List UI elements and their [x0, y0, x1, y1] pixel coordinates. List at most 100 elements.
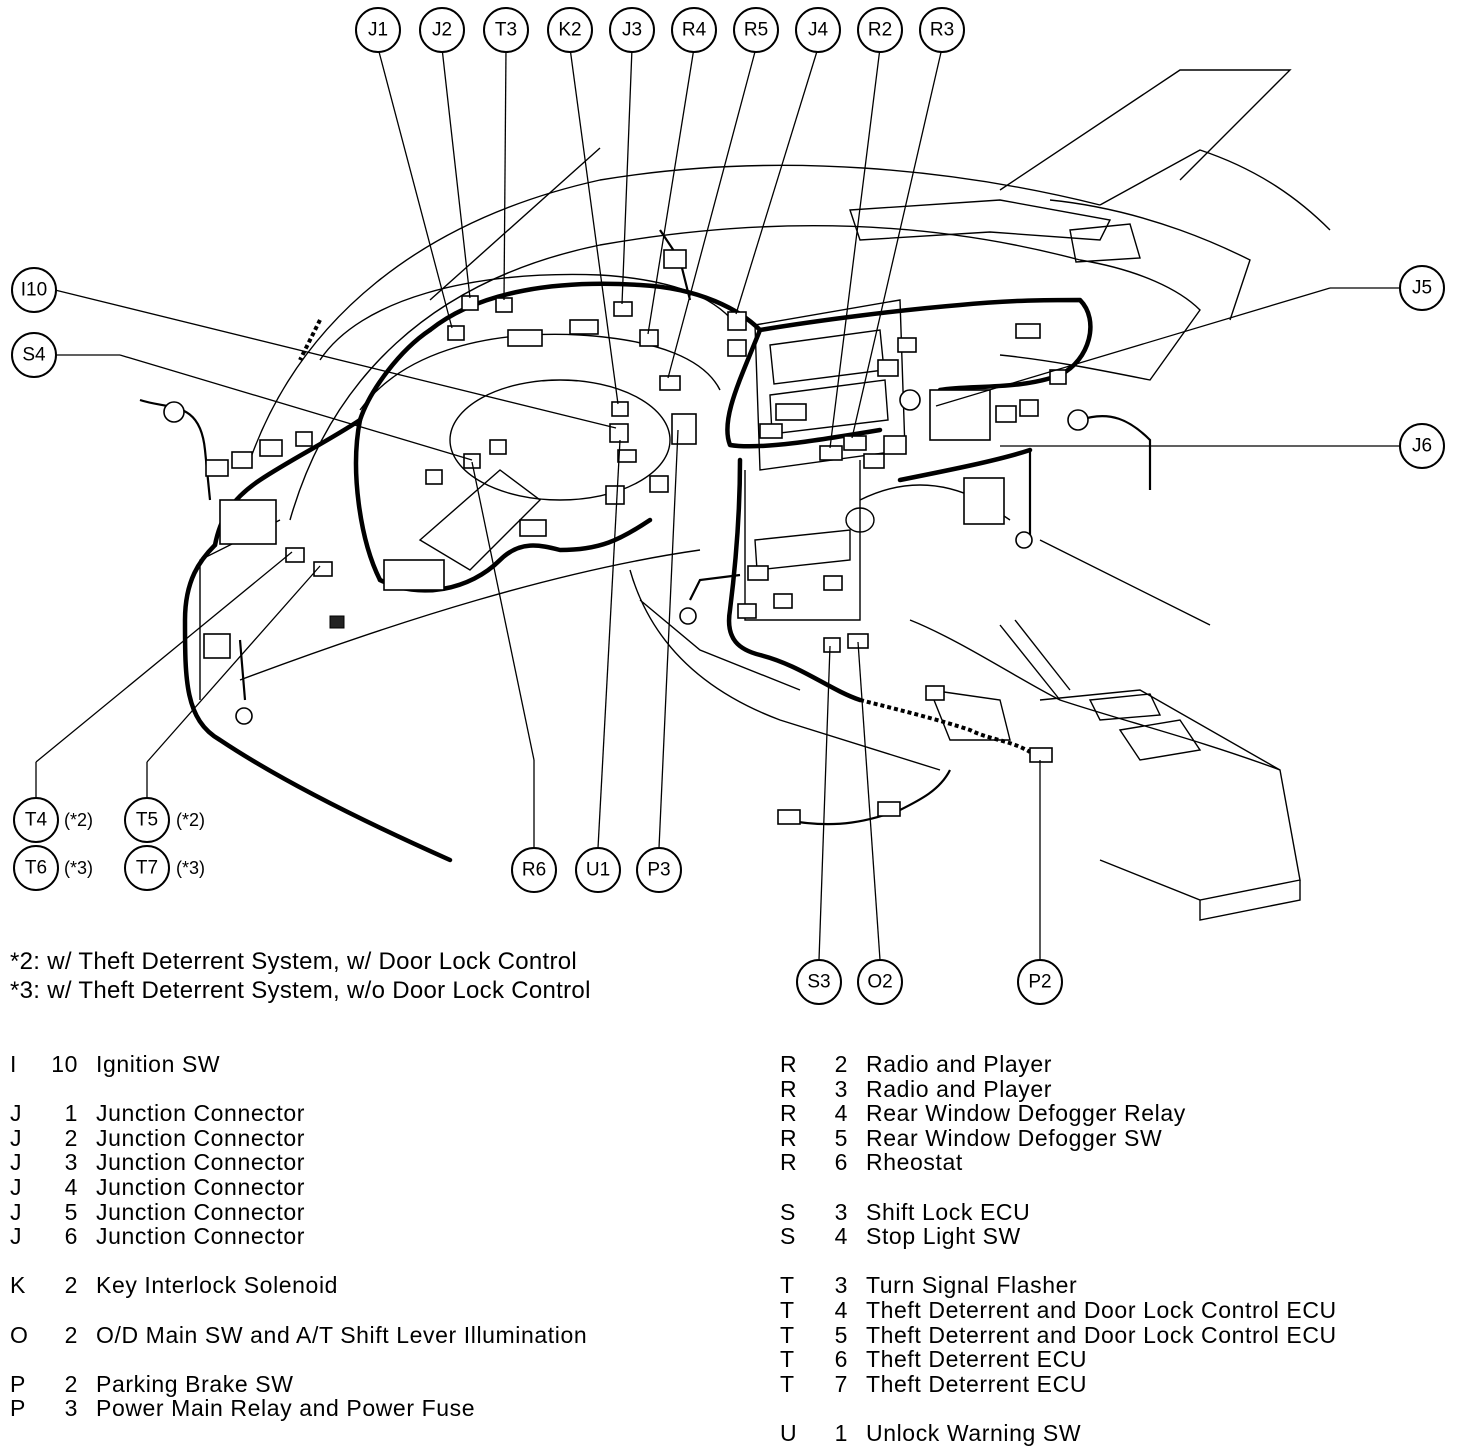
callout-o2: O2: [857, 959, 903, 1005]
legend-number: 4: [834, 1100, 848, 1127]
legend-name: Junction Connector: [96, 1223, 305, 1250]
connector-block: [1015, 531, 1033, 549]
legend-name: Junction Connector: [96, 1124, 305, 1151]
connector-block: [883, 435, 907, 455]
legend-name: Ignition SW: [96, 1051, 221, 1077]
connector-block: [863, 453, 885, 469]
legend-number: 4: [64, 1173, 78, 1200]
legend-name: Rheostat: [866, 1149, 963, 1176]
connector-block: [617, 449, 637, 463]
callout-s4: S4: [11, 332, 57, 378]
connector-block: [519, 519, 547, 537]
legend-letter: U: [780, 1419, 798, 1446]
svg-text:(*2): (*2): [64, 810, 93, 830]
connector-block: [507, 329, 543, 347]
legend-name: Theft Deterrent and Door Lock Control EC…: [866, 1296, 1337, 1323]
svg-text:R3: R3: [930, 20, 954, 41]
svg-text:T3: T3: [495, 20, 517, 41]
svg-text:J6: J6: [1412, 436, 1432, 457]
connector-block: [613, 301, 633, 317]
connector-block: [963, 477, 1005, 525]
callout-t5: T5(*2): [124, 797, 205, 843]
legend-name: Power Main Relay and Power Fuse: [96, 1395, 476, 1422]
legend-number: 6: [834, 1149, 848, 1176]
connector-block: [231, 451, 253, 469]
svg-text:J5: J5: [1412, 278, 1432, 299]
legend-name: Rear Window Defogger SW: [866, 1124, 1163, 1151]
legend-number: 2: [64, 1272, 78, 1299]
callout-s3: S3: [796, 959, 842, 1005]
legend-letter: I: [10, 1051, 17, 1077]
connector-block: [929, 389, 991, 441]
connector-block: [605, 485, 625, 505]
connector-block: [461, 295, 479, 311]
legend-name: Turn Signal Flasher: [866, 1272, 1078, 1299]
callout-r6: R6: [511, 847, 557, 893]
svg-text:R2: R2: [868, 20, 892, 41]
connector-block: [495, 297, 513, 313]
connector-block: [649, 475, 669, 493]
legend-name: Junction Connector: [96, 1173, 305, 1200]
connector-block: [329, 615, 345, 629]
legend-number: 2: [64, 1321, 78, 1348]
legend-letter: J: [10, 1149, 23, 1176]
legend-letter: R: [780, 1124, 798, 1151]
connector-block: [679, 607, 697, 625]
legend-name: Rear Window Defogger Relay: [866, 1100, 1186, 1127]
legend-number: 1: [64, 1100, 78, 1127]
legend-gap: [10, 1347, 587, 1372]
callout-p3: P3: [636, 847, 682, 893]
legend-number: 4: [834, 1296, 848, 1323]
connector-block: [203, 633, 231, 659]
legend-name: Key Interlock Solenoid: [96, 1272, 339, 1299]
svg-text:(*2): (*2): [176, 810, 205, 830]
connector-block: [285, 547, 305, 563]
connector-block: [1067, 409, 1089, 431]
legend-letter: T: [780, 1321, 795, 1348]
callout-j3: J3: [609, 7, 655, 53]
legend-letter: P: [10, 1370, 26, 1397]
connector-block: [747, 565, 769, 581]
legend-letter: R: [780, 1051, 798, 1077]
legend-number: 7: [834, 1370, 848, 1397]
legend-number: 3: [834, 1198, 848, 1225]
callout-t3: T3: [483, 7, 529, 53]
callout-i10: I10: [11, 267, 57, 313]
legend-number: 3: [64, 1149, 78, 1176]
connector-block: [823, 637, 841, 653]
connector-block: [759, 423, 783, 439]
connector-block: [425, 469, 443, 485]
callout-j6: J6: [1399, 423, 1445, 469]
connector-block: [569, 319, 599, 335]
connector-block: [659, 375, 681, 391]
callout-u1: U1: [575, 847, 621, 893]
connector-block: [447, 325, 465, 341]
component-callouts: J1 J2 T3 K2 J3 R4 R5 J4 R2 R3 I10 S4 J5 …: [11, 7, 1445, 1005]
svg-text:R5: R5: [744, 20, 768, 41]
connector-block: [235, 707, 253, 725]
legend-letter: T: [780, 1346, 795, 1373]
legend-number: 2: [834, 1051, 848, 1077]
callout-k2: K2: [547, 7, 593, 53]
legend-letter: J: [10, 1124, 23, 1151]
svg-text:S4: S4: [22, 345, 46, 366]
connector-block: [823, 575, 843, 591]
callout-t4: T4(*2): [13, 797, 93, 843]
connector-block: [205, 459, 229, 477]
